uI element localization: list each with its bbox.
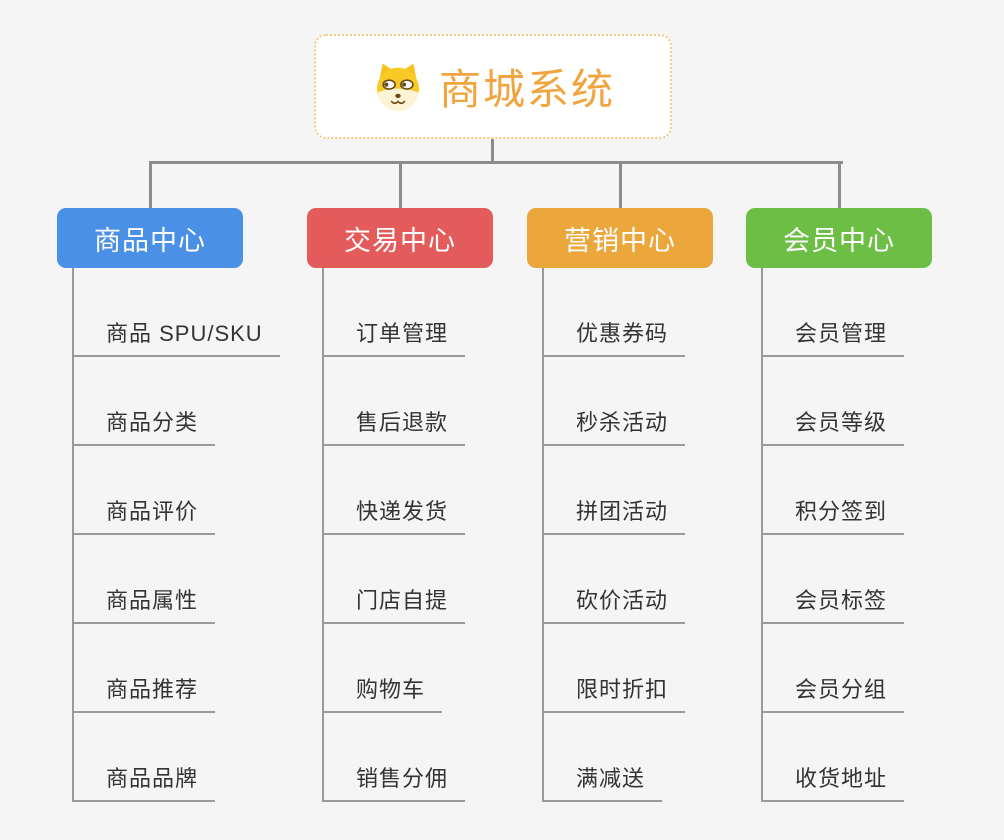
root-node[interactable]: 商城系统 (314, 34, 672, 139)
leaf-node[interactable]: 秒杀活动 (542, 406, 686, 446)
leaf-label: 积分签到 (795, 499, 888, 524)
leaf-node[interactable]: 商品推荐 (72, 673, 216, 713)
connector-drop-0 (149, 161, 152, 208)
leaf-label: 秒杀活动 (576, 410, 669, 435)
leaf-node[interactable]: 商品分类 (72, 406, 216, 446)
leaf-label: 优惠券码 (576, 321, 669, 346)
leaf-label: 购物车 (356, 677, 426, 702)
branch-header-1[interactable]: 交易中心 (307, 208, 493, 268)
leaf-label: 商品分类 (106, 410, 199, 435)
connector-drop-2 (619, 161, 622, 208)
branch-header-label: 营销中心 (564, 225, 676, 256)
leaf-node[interactable]: 售后退款 (322, 406, 466, 446)
branch-header-label: 会员中心 (783, 225, 895, 256)
leaf-label: 会员标签 (795, 588, 888, 613)
leaf-node[interactable]: 会员等级 (761, 406, 905, 446)
leaf-label: 商品评价 (106, 499, 199, 524)
branch-trunk-3 (761, 268, 763, 802)
connector-root-stub (491, 139, 494, 164)
branch-header-3[interactable]: 会员中心 (746, 208, 932, 268)
leaf-label: 限时折扣 (576, 677, 669, 702)
connector-drop-3 (838, 161, 841, 208)
leaf-node[interactable]: 砍价活动 (542, 584, 686, 624)
leaf-node[interactable]: 商品属性 (72, 584, 216, 624)
leaf-node[interactable]: 拼团活动 (542, 495, 686, 535)
leaf-label: 商品推荐 (106, 677, 199, 702)
leaf-node[interactable]: 订单管理 (322, 317, 466, 357)
leaf-node[interactable]: 销售分佣 (322, 762, 466, 802)
branch-trunk-1 (322, 268, 324, 802)
leaf-node[interactable]: 限时折扣 (542, 673, 686, 713)
branch-header-0[interactable]: 商品中心 (57, 208, 243, 268)
leaf-node[interactable]: 门店自提 (322, 584, 466, 624)
leaf-label: 会员分组 (795, 677, 888, 702)
root-title: 商城系统 (438, 66, 615, 113)
leaf-label: 快递发货 (356, 499, 449, 524)
leaf-label: 商品 SPU/SKU (106, 321, 263, 346)
leaf-node[interactable]: 会员分组 (761, 673, 905, 713)
leaf-node[interactable]: 快递发货 (322, 495, 466, 535)
connector-drop-1 (399, 161, 402, 208)
leaf-node[interactable]: 满减送 (542, 762, 663, 802)
leaf-label: 商品属性 (106, 588, 199, 613)
leaf-label: 商品品牌 (106, 766, 199, 791)
leaf-node[interactable]: 商品 SPU/SKU (72, 317, 280, 357)
leaf-node[interactable]: 购物车 (322, 673, 443, 713)
branch-header-label: 交易中心 (344, 225, 456, 256)
leaf-node[interactable]: 收货地址 (761, 762, 905, 802)
doge-mascot-icon (371, 62, 425, 112)
leaf-label: 门店自提 (356, 588, 449, 613)
leaf-node[interactable]: 商品评价 (72, 495, 216, 535)
leaf-node[interactable]: 优惠券码 (542, 317, 686, 357)
leaf-label: 会员等级 (795, 410, 888, 435)
leaf-label: 拼团活动 (576, 499, 669, 524)
leaf-label: 订单管理 (356, 321, 449, 346)
branch-header-2[interactable]: 营销中心 (527, 208, 713, 268)
leaf-label: 售后退款 (356, 410, 449, 435)
leaf-label: 收货地址 (795, 766, 888, 791)
leaf-label: 销售分佣 (356, 766, 449, 791)
leaf-node[interactable]: 会员标签 (761, 584, 905, 624)
branch-header-label: 商品中心 (94, 225, 206, 256)
leaf-label: 会员管理 (795, 321, 888, 346)
connector-bus (149, 161, 843, 164)
branch-trunk-0 (72, 268, 74, 802)
leaf-label: 满减送 (576, 766, 646, 791)
leaf-node[interactable]: 会员管理 (761, 317, 905, 357)
leaf-label: 砍价活动 (576, 588, 669, 613)
branch-trunk-2 (542, 268, 544, 802)
leaf-node[interactable]: 商品品牌 (72, 762, 216, 802)
leaf-node[interactable]: 积分签到 (761, 495, 905, 535)
